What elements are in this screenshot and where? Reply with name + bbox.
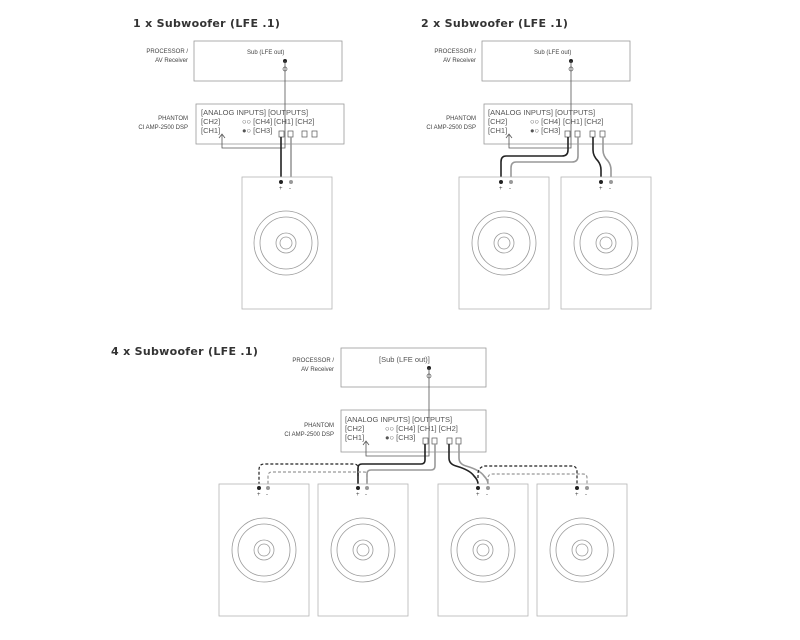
diagram-title: 2 x Subwoofer (LFE .1) bbox=[421, 17, 568, 30]
positive-wire-right bbox=[592, 137, 602, 182]
subwoofer-driver bbox=[549, 517, 615, 583]
processor-label: PROCESSOR / bbox=[434, 49, 476, 55]
ch3-label: ●○ [CH3] bbox=[242, 126, 272, 135]
ch1-label: [CH1] bbox=[488, 126, 507, 135]
outputs-label: [CH1] [CH2] bbox=[274, 117, 314, 126]
subwoofer-cabinet-2 bbox=[560, 176, 652, 310]
processor-sublabel: AV Receiver bbox=[301, 367, 334, 373]
outputs-label: [CH1] [CH2] bbox=[563, 117, 603, 126]
amp-label: PHANTOM bbox=[304, 423, 334, 429]
ch3-label: ●○ [CH3] bbox=[385, 433, 415, 442]
sub-out-label: [Sub (LFE out)] bbox=[379, 355, 430, 364]
positive-wire-left bbox=[500, 137, 569, 182]
subwoofer-cabinet-1 bbox=[458, 176, 550, 310]
ch1-label: [CH1] bbox=[201, 126, 220, 135]
negative-wire-right bbox=[458, 444, 489, 488]
minus-label: - bbox=[609, 186, 611, 192]
ch1-label: [CH1] bbox=[345, 433, 364, 442]
ch3-label: ●○ [CH3] bbox=[530, 126, 560, 135]
processor-sublabel: AV Receiver bbox=[155, 58, 188, 64]
subwoofer-cabinet-4 bbox=[536, 483, 628, 617]
negative-wire-right bbox=[602, 137, 612, 182]
diagram-title: 1 x Subwoofer (LFE .1) bbox=[133, 17, 280, 30]
negative-wire-left bbox=[510, 137, 579, 182]
subwoofer-driver bbox=[450, 517, 516, 583]
signal-cable bbox=[505, 61, 572, 149]
processor-sublabel: AV Receiver bbox=[443, 58, 476, 64]
minus-label: - bbox=[289, 186, 291, 192]
parallel-negative-wire-left bbox=[267, 471, 368, 488]
plus-label: + bbox=[279, 186, 283, 192]
ch2-label: [CH2] bbox=[488, 117, 507, 126]
amp-model-label: CI AMP-2500 DSP bbox=[138, 125, 188, 131]
ch4-label: ○○ [CH4] bbox=[242, 117, 272, 126]
processor-label: PROCESSOR / bbox=[292, 358, 334, 364]
inputs-header: [ANALOG INPUTS] [OUTPUTS] bbox=[201, 108, 308, 117]
diagram-2-subwoofers: 2 x Subwoofer (LFE .1) PROCESSOR / AV Re… bbox=[421, 17, 652, 310]
amp-label: PHANTOM bbox=[446, 116, 476, 122]
signal-cable bbox=[362, 368, 430, 457]
subwoofer-cabinet-1 bbox=[218, 483, 310, 617]
amp-model-label: CI AMP-2500 DSP bbox=[426, 125, 476, 131]
diagram-title: 4 x Subwoofer (LFE .1) bbox=[111, 345, 258, 358]
plus-label: + bbox=[499, 186, 503, 192]
minus-label: - bbox=[509, 186, 511, 192]
negative-wire-left bbox=[366, 444, 436, 488]
subwoofer-driver bbox=[573, 210, 639, 276]
subwoofer-cabinet bbox=[241, 176, 333, 310]
processor-label: PROCESSOR / bbox=[146, 49, 188, 55]
amplifier-box bbox=[195, 103, 345, 145]
subwoofer-driver bbox=[231, 517, 297, 583]
diagram-4-subwoofers: 4 x Subwoofer (LFE .1) PROCESSOR / AV Re… bbox=[111, 345, 628, 617]
parallel-positive-wire-left bbox=[258, 463, 359, 488]
diagram-1-subwoofer: 1 x Subwoofer (LFE .1) PROCESSOR / AV Re… bbox=[133, 17, 345, 310]
positive-wire-right bbox=[448, 444, 479, 488]
output-terminals bbox=[278, 130, 318, 138]
processor-box bbox=[193, 40, 343, 82]
subwoofer-driver bbox=[253, 210, 319, 276]
sub-out-label: Sub (LFE out) bbox=[534, 50, 571, 56]
parallel-positive-wire-right bbox=[477, 465, 578, 488]
subwoofer-driver bbox=[330, 517, 396, 583]
amp-model-label: CI AMP-2500 DSP bbox=[284, 432, 334, 438]
processor-box bbox=[481, 40, 631, 82]
amp-label: PHANTOM bbox=[158, 116, 188, 122]
subwoofer-cabinet-3 bbox=[437, 483, 529, 617]
plus-label: + bbox=[356, 492, 360, 498]
parallel-negative-wire-right bbox=[487, 473, 588, 488]
positive-wire-left bbox=[357, 444, 426, 488]
sub-out-label: Sub (LFE out) bbox=[247, 50, 284, 56]
plus-label: + bbox=[257, 492, 261, 498]
processor-box bbox=[340, 347, 487, 388]
minus-label: - bbox=[365, 492, 367, 498]
inputs-header: [ANALOG INPUTS] [OUTPUTS] bbox=[488, 108, 595, 117]
subwoofer-driver bbox=[471, 210, 537, 276]
ch4-label: ○○ [CH4] [CH1] [CH2] bbox=[385, 424, 458, 433]
ch4-label: ○○ [CH4] bbox=[530, 117, 560, 126]
ch2-label: [CH2] bbox=[345, 424, 364, 433]
minus-label: - bbox=[585, 492, 587, 498]
inputs-header: [ANALOG INPUTS] [OUTPUTS] bbox=[345, 415, 452, 424]
subwoofer-cabinet-2 bbox=[317, 483, 409, 617]
ch2-label: [CH2] bbox=[201, 117, 220, 126]
amplifier-box bbox=[340, 409, 487, 453]
minus-label: - bbox=[486, 492, 488, 498]
plus-label: + bbox=[575, 492, 579, 498]
plus-label: + bbox=[599, 186, 603, 192]
signal-cable bbox=[218, 61, 286, 149]
plus-label: + bbox=[476, 492, 480, 498]
minus-label: - bbox=[266, 492, 268, 498]
